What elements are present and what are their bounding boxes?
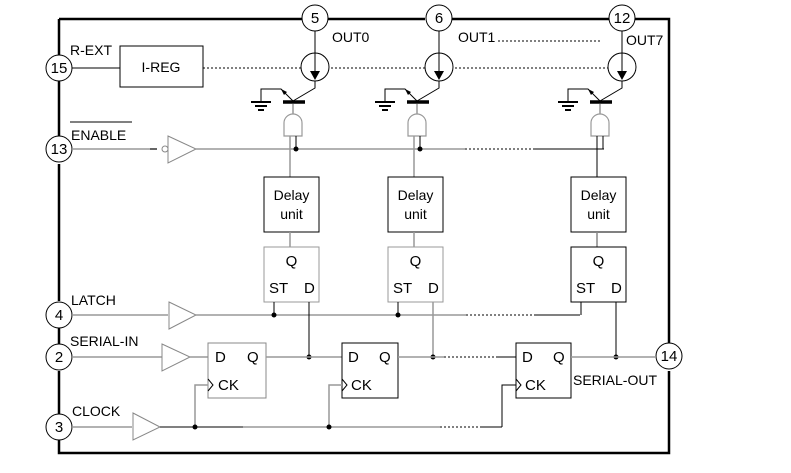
svg-text:D: D xyxy=(304,280,315,297)
svg-text:6: 6 xyxy=(435,10,443,27)
enable-label: ENABLE xyxy=(71,127,126,143)
svg-text:CK: CK xyxy=(525,377,546,394)
serial-in-label: SERIAL-IN xyxy=(70,333,138,349)
clock-label: CLOCK xyxy=(72,403,121,419)
ground-icon xyxy=(558,101,578,111)
shift-register-stage-1: D Q CK xyxy=(326,342,399,430)
svg-text:ST: ST xyxy=(393,280,412,297)
svg-text:Delay: Delay xyxy=(274,187,310,203)
svg-text:13: 13 xyxy=(51,141,68,158)
latch-buffer xyxy=(168,301,198,330)
pin-12: 12 xyxy=(608,4,636,32)
pin-13: 13 xyxy=(45,135,73,163)
enable-buffer xyxy=(167,135,198,164)
svg-text:Q: Q xyxy=(379,349,391,366)
svg-text:Q: Q xyxy=(593,253,605,270)
svg-text:Delay: Delay xyxy=(581,187,617,203)
serial-out-label: SERIAL-OUT xyxy=(573,372,657,388)
svg-text:Q: Q xyxy=(247,349,259,366)
serial-in-buffer xyxy=(161,343,192,372)
delay-unit xyxy=(570,176,627,233)
svg-text:Q: Q xyxy=(410,253,422,270)
svg-text:3: 3 xyxy=(55,419,63,436)
svg-text:unit: unit xyxy=(280,206,303,222)
svg-text:2: 2 xyxy=(55,349,63,366)
svg-text:Delay: Delay xyxy=(398,187,434,203)
svg-text:unit: unit xyxy=(587,206,610,222)
and-gate-icon xyxy=(590,113,610,137)
and-gate-icon xyxy=(283,113,303,137)
ground-icon xyxy=(251,101,271,111)
svg-text:D: D xyxy=(522,349,533,366)
pin-14: 14 xyxy=(655,342,683,370)
pin-6: 6 xyxy=(425,4,453,32)
ground-icon xyxy=(375,101,395,111)
svg-text:14: 14 xyxy=(661,348,678,365)
svg-text:5: 5 xyxy=(311,10,319,27)
svg-text:D: D xyxy=(428,280,439,297)
svg-text:Q: Q xyxy=(286,253,298,270)
pin-2: 2 xyxy=(45,343,73,371)
pin-15: 15 xyxy=(45,54,73,82)
out0-label: OUT0 xyxy=(332,29,370,45)
svg-text:D: D xyxy=(611,280,622,297)
svg-text:ST: ST xyxy=(576,280,595,297)
out7-label: OUT7 xyxy=(626,32,664,48)
rext-label: R-EXT xyxy=(70,42,112,58)
delay-unit xyxy=(387,176,444,233)
latch-label: LATCH xyxy=(71,292,116,308)
output-latch xyxy=(387,246,444,303)
pin-4: 4 xyxy=(45,301,73,329)
output-latch xyxy=(570,246,627,303)
chip-border xyxy=(57,17,671,455)
enable-inverter-bubble xyxy=(161,145,169,153)
pin-5: 5 xyxy=(301,4,329,32)
clock-buffer xyxy=(132,412,162,441)
svg-text:ST: ST xyxy=(269,280,288,297)
svg-text:15: 15 xyxy=(51,60,68,77)
svg-text:CK: CK xyxy=(351,377,372,394)
pin-3: 3 xyxy=(45,413,73,441)
svg-text:12: 12 xyxy=(614,10,631,27)
svg-text:4: 4 xyxy=(55,307,63,324)
ireg-block xyxy=(119,45,204,88)
and-gate-icon xyxy=(407,113,427,137)
svg-text:Q: Q xyxy=(553,349,565,366)
out1-label: OUT1 xyxy=(458,29,496,45)
svg-text:D: D xyxy=(348,349,359,366)
svg-text:CK: CK xyxy=(218,377,239,394)
svg-text:unit: unit xyxy=(404,206,427,222)
shift-register-stage-7: D Q CK xyxy=(501,342,572,427)
svg-text:D: D xyxy=(215,349,226,366)
ireg-label: I-REG xyxy=(142,59,181,75)
output-latch xyxy=(263,246,320,303)
delay-unit xyxy=(263,176,320,233)
shift-register-stage-0: D Q CK xyxy=(192,342,267,430)
